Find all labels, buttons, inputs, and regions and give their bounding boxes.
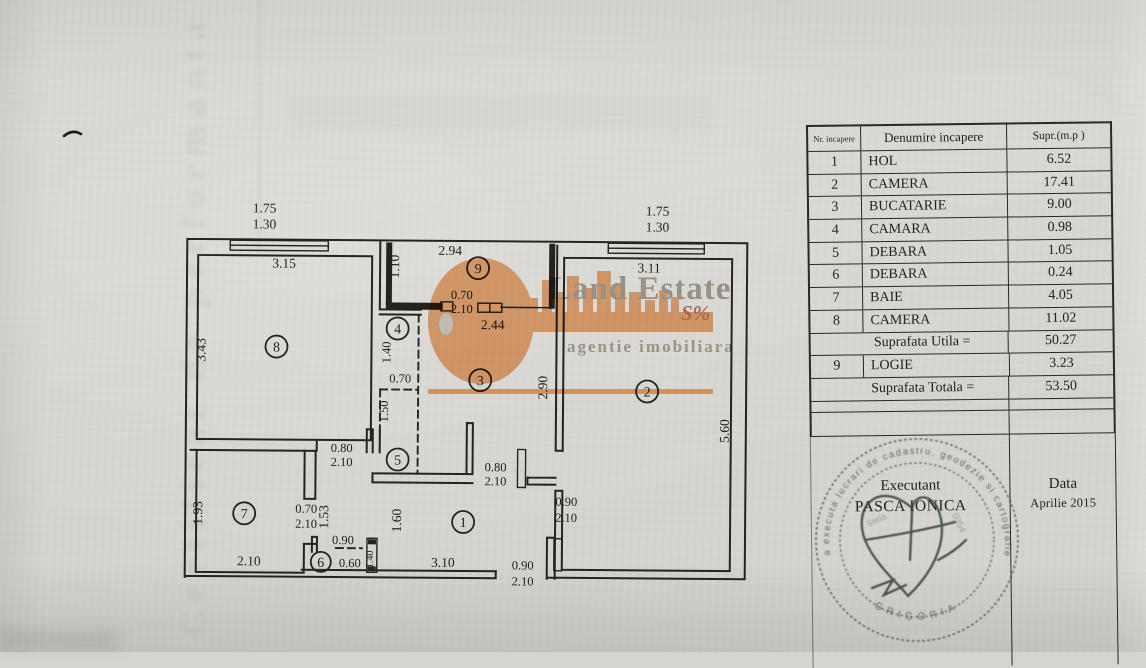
dim-label: 0.70 bbox=[295, 502, 317, 516]
signature bbox=[862, 496, 966, 596]
svg-text:1: 1 bbox=[460, 516, 467, 531]
dim-label: 2.10 bbox=[484, 474, 506, 488]
cell-name: HOL bbox=[861, 150, 1007, 173]
stamp-fragment-seria: Seria bbox=[865, 511, 888, 529]
window-top-left bbox=[230, 240, 328, 251]
subtotal-value: 50.27 bbox=[1009, 330, 1113, 353]
dim-label: 2.94 bbox=[438, 243, 462, 258]
svg-text:8: 8 bbox=[273, 341, 280, 356]
stamp-canvas: a executa lucrari de cadastru, geodezie … bbox=[780, 400, 1060, 652]
dim-label: 1.93 bbox=[190, 501, 205, 525]
room-marker-4: 4 bbox=[387, 317, 409, 339]
header-name: Denumire incapere bbox=[861, 125, 1007, 151]
svg-text:7: 7 bbox=[241, 507, 248, 522]
room-marker-1: 1 bbox=[452, 511, 474, 533]
dim-label: 2.90 bbox=[535, 376, 550, 400]
dim-label: 1.53 bbox=[316, 505, 331, 529]
dim-label: 2.10 bbox=[237, 553, 261, 568]
dim-label: 2.10 bbox=[331, 455, 353, 469]
cell-area: 4.05 bbox=[1009, 284, 1112, 307]
cell-area: 1.05 bbox=[1008, 239, 1111, 262]
cell-nr: 6 bbox=[810, 265, 863, 287]
dim-label: 1.75 bbox=[646, 203, 670, 218]
cell-area: 0.98 bbox=[1008, 216, 1111, 239]
watermark-subtitle: agentie imobiliara bbox=[567, 337, 735, 356]
cell-name: LOGIE bbox=[864, 354, 1010, 377]
dim-label: 0.80 bbox=[485, 460, 507, 474]
dim-label: 1.10 bbox=[387, 254, 402, 278]
cell-area: 6.52 bbox=[1007, 148, 1110, 171]
cell-name: BAIE bbox=[863, 286, 1009, 309]
total-value: 53.50 bbox=[1009, 375, 1113, 398]
dim-label: 2.10 bbox=[555, 511, 577, 525]
room-marker-7: 7 bbox=[233, 502, 255, 524]
room-marker-8: 8 bbox=[265, 335, 287, 357]
header-area: Supr.(m.p ) bbox=[1007, 123, 1110, 148]
pen-mark bbox=[64, 132, 81, 136]
cell-nr: 2 bbox=[809, 174, 862, 196]
dim-label: 0.80 bbox=[331, 441, 353, 455]
svg-text:4: 4 bbox=[394, 322, 401, 337]
total-label: Suprafata Totala = bbox=[811, 376, 1009, 400]
cell-name: BUCATARIE bbox=[862, 195, 1008, 218]
dim-label: 1.50 bbox=[377, 400, 391, 422]
svg-text:6: 6 bbox=[317, 556, 324, 571]
cell-area: 3.23 bbox=[1010, 352, 1113, 375]
cell-nr: 9 bbox=[811, 355, 864, 377]
room-marker-5: 5 bbox=[387, 448, 409, 470]
dim-label: 1.60 bbox=[389, 508, 404, 532]
cell-nr: 4 bbox=[809, 219, 862, 241]
watermark-monogram: S% bbox=[681, 301, 710, 325]
dim-label: 0.90 bbox=[332, 533, 354, 547]
stamp-inner-ring bbox=[840, 463, 994, 617]
subtotal-label: Suprafata Utila = bbox=[811, 331, 1009, 355]
cell-area: 9.00 bbox=[1008, 194, 1111, 217]
table-header-row: Nr. incapere Denumire incapere Supr.(m.p… bbox=[808, 123, 1110, 152]
dim-label: 0.90 bbox=[512, 558, 534, 572]
dim-label: 2.10 bbox=[295, 517, 317, 531]
dim-label: 1.75 bbox=[253, 200, 277, 215]
dim-label: 1.40 bbox=[365, 551, 376, 569]
dim-label: 3.15 bbox=[272, 256, 296, 271]
dim-label: 0.70 bbox=[389, 371, 411, 385]
cell-nr: 5 bbox=[809, 242, 862, 264]
agency-watermark: Land Estate agentie imobiliara S% bbox=[428, 258, 735, 394]
dim-label: 0.60 bbox=[339, 556, 361, 570]
dim-label: 3.43 bbox=[193, 338, 208, 362]
header-nr: Nr. incapere bbox=[808, 126, 861, 151]
dashed-partitions bbox=[336, 314, 419, 549]
cell-area: 0.24 bbox=[1009, 262, 1112, 285]
cell-area: 11.02 bbox=[1009, 307, 1112, 330]
cell-name: CAMERA bbox=[863, 308, 1009, 331]
dim-label: 1.30 bbox=[646, 219, 670, 234]
cell-nr: 1 bbox=[808, 151, 861, 173]
stamp-outer-ring bbox=[816, 439, 1018, 641]
room2-door-leaf bbox=[517, 449, 525, 487]
cell-nr: 8 bbox=[810, 310, 863, 332]
cell-nr: 3 bbox=[809, 197, 862, 219]
dim-label: 3.10 bbox=[431, 555, 455, 570]
floor-plan: 1.75 1.30 3.15 3.43 1.10 2.94 0.70 2.10 … bbox=[185, 200, 748, 590]
dim-label: 1.40 bbox=[379, 341, 393, 363]
keyhole bbox=[439, 313, 453, 335]
round-stamp: a executa lucrari de cadastru, geodezie … bbox=[816, 439, 1018, 641]
dim-label: 1.30 bbox=[253, 216, 277, 231]
cell-area: 17.41 bbox=[1008, 171, 1111, 194]
cell-name: CAMERA bbox=[862, 172, 1008, 195]
cell-nr: 7 bbox=[810, 287, 863, 309]
dim-label: 5.60 bbox=[717, 419, 732, 443]
room-marker-6: 6 bbox=[311, 552, 331, 572]
dim-label: 2.10 bbox=[512, 574, 534, 588]
cell-name: DEBARA bbox=[862, 240, 1008, 263]
dim-label: 0.90 bbox=[555, 495, 577, 509]
stamp-ring-text-bottom: GRIGORIA bbox=[873, 600, 962, 622]
cell-name: CAMARA bbox=[862, 218, 1008, 241]
cell-name: DEBARA bbox=[863, 263, 1009, 286]
area-table: Nr. incapere Denumire incapere Supr.(m.p… bbox=[806, 121, 1116, 436]
svg-text:5: 5 bbox=[394, 453, 401, 468]
watermark-underline bbox=[428, 389, 713, 394]
window-top-right bbox=[608, 243, 704, 254]
